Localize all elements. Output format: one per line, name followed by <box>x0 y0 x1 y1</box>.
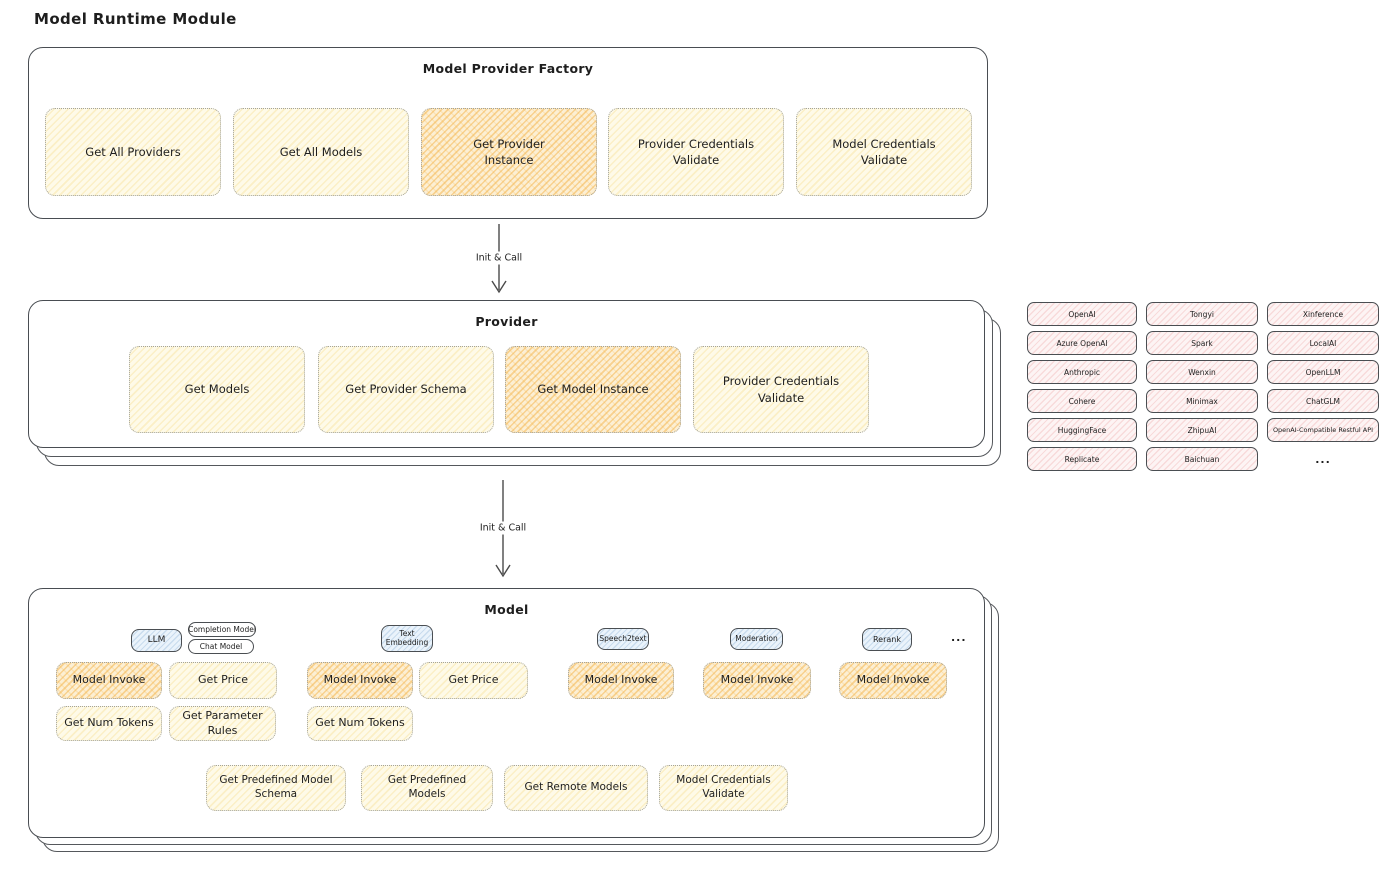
provider-spark: Spark <box>1146 331 1258 355</box>
factory-title: Model Provider Factory <box>422 61 594 76</box>
op-llm-model-invoke: Model Invoke <box>56 662 162 699</box>
arrow-label-init-call-2: Init & Call <box>475 521 531 535</box>
provider-label: HuggingFace <box>1057 425 1107 435</box>
provider-cohere: Cohere <box>1027 389 1137 413</box>
node-label: Get Models <box>184 382 250 397</box>
provider-zhipuai: ZhipuAI <box>1146 418 1258 442</box>
node-get-all-models: Get All Models <box>233 108 409 196</box>
node-label: Get All Providers <box>85 144 181 159</box>
model-container: Model LLM Completion Model Chat Model Te… <box>28 588 985 838</box>
provider-openai-compatible: OpenAI-Compatible Restful API <box>1267 418 1379 442</box>
provider-stack-group: Provider Get Models Get Provider Schema … <box>28 300 1001 466</box>
node-model-credentials-validate: Model Credentials Validate <box>796 108 972 196</box>
tab-llm: LLM <box>131 629 182 652</box>
provider-label: Azure OpenAI <box>1056 338 1108 348</box>
provider-list-ellipsis: ... <box>1315 452 1331 466</box>
provider-label: Replicate <box>1064 454 1100 464</box>
provider-label: ChatGLM <box>1306 396 1340 406</box>
node-provider-credentials-validate-2: Provider Credentials Validate <box>693 346 869 433</box>
node-label: Get Provider Schema <box>345 382 467 397</box>
op-model-credentials-validate: Model Credentials Validate <box>659 765 788 811</box>
provider-label: OpenAI <box>1068 309 1096 319</box>
provider-tongyi: Tongyi <box>1146 302 1258 326</box>
provider-label: LocalAI <box>1309 338 1337 348</box>
provider-label: Cohere <box>1068 396 1096 406</box>
node-get-model-instance: Get Model Instance <box>505 346 681 433</box>
op-s2t-model-invoke: Model Invoke <box>568 662 674 699</box>
provider-minimax: Minimax <box>1146 389 1258 413</box>
provider-xinference: Xinference <box>1267 302 1379 326</box>
node-label: Get Provider Instance <box>473 136 545 167</box>
node-label: Provider Credentials Validate <box>722 374 840 405</box>
pill-completion-model: Completion Model <box>188 622 256 637</box>
op-te-model-invoke: Model Invoke <box>307 662 413 699</box>
op-te-get-price: Get Price <box>419 662 528 699</box>
provider-label: Xinference <box>1302 309 1344 319</box>
pill-chat-model: Chat Model <box>188 639 254 654</box>
arrow-label-init-call-1: Init & Call <box>471 251 527 265</box>
provider-label: Minimax <box>1186 396 1218 406</box>
model-title: Model <box>484 602 529 617</box>
provider-label: Wenxin <box>1188 367 1216 377</box>
node-label: Get Predefined Models <box>387 774 467 800</box>
provider-label: ZhipuAI <box>1187 425 1217 435</box>
provider-huggingface: HuggingFace <box>1027 418 1137 442</box>
tab-text-embedding: Text Embedding <box>381 625 433 652</box>
provider-label: Anthropic <box>1063 367 1101 377</box>
node-label: Get All Models <box>279 144 363 159</box>
node-get-provider-schema: Get Provider Schema <box>318 346 494 433</box>
provider-openllm: OpenLLM <box>1267 360 1379 384</box>
op-mod-model-invoke: Model Invoke <box>703 662 811 699</box>
provider-container: Provider Get Models Get Provider Schema … <box>28 300 985 448</box>
provider-label: OpenAI-Compatible Restful API <box>1272 426 1374 434</box>
provider-azure-openai: Azure OpenAI <box>1027 331 1137 355</box>
op-get-remote-models: Get Remote Models <box>504 765 648 811</box>
tab-speech2text: Speech2text <box>597 628 649 650</box>
node-label: Get Model Instance <box>537 382 649 397</box>
tab-rerank: Rerank <box>862 628 912 651</box>
node-label: Model Credentials Validate <box>832 136 936 167</box>
provider-replicate: Replicate <box>1027 447 1137 471</box>
op-get-predefined-model-schema: Get Predefined Model Schema <box>206 765 346 811</box>
provider-baichuan: Baichuan <box>1146 447 1258 471</box>
model-tabs-ellipsis: ... <box>951 631 967 644</box>
node-get-all-providers: Get All Providers <box>45 108 221 196</box>
provider-label: OpenLLM <box>1305 367 1341 377</box>
node-provider-credentials-validate: Provider Credentials Validate <box>608 108 784 196</box>
provider-label: Baichuan <box>1184 454 1220 464</box>
op-llm-get-num-tokens: Get Num Tokens <box>56 706 162 741</box>
node-get-provider-instance: Get Provider Instance <box>421 108 597 196</box>
factory-container: Model Provider Factory Get All Providers… <box>28 47 988 219</box>
op-llm-get-parameter-rules: Get Parameter Rules <box>169 706 276 741</box>
provider-chatglm: ChatGLM <box>1267 389 1379 413</box>
provider-openai: OpenAI <box>1027 302 1137 326</box>
provider-wenxin: Wenxin <box>1146 360 1258 384</box>
page-title: Model Runtime Module <box>34 10 237 28</box>
provider-title: Provider <box>475 314 538 329</box>
provider-label: Tongyi <box>1190 309 1214 319</box>
tab-moderation: Moderation <box>730 628 783 650</box>
op-te-get-num-tokens: Get Num Tokens <box>307 706 413 741</box>
provider-localai: LocalAI <box>1267 331 1379 355</box>
op-get-predefined-models: Get Predefined Models <box>361 765 493 811</box>
provider-label: Spark <box>1191 338 1213 348</box>
op-rerank-model-invoke: Model Invoke <box>839 662 947 699</box>
op-llm-get-price: Get Price <box>169 662 277 699</box>
provider-list: OpenAI Tongyi Xinference Azure OpenAI Sp… <box>1027 302 1379 471</box>
node-get-models: Get Models <box>129 346 305 433</box>
node-label: Provider Credentials Validate <box>637 136 755 167</box>
provider-anthropic: Anthropic <box>1027 360 1137 384</box>
model-stack-group: Model LLM Completion Model Chat Model Te… <box>28 588 999 852</box>
